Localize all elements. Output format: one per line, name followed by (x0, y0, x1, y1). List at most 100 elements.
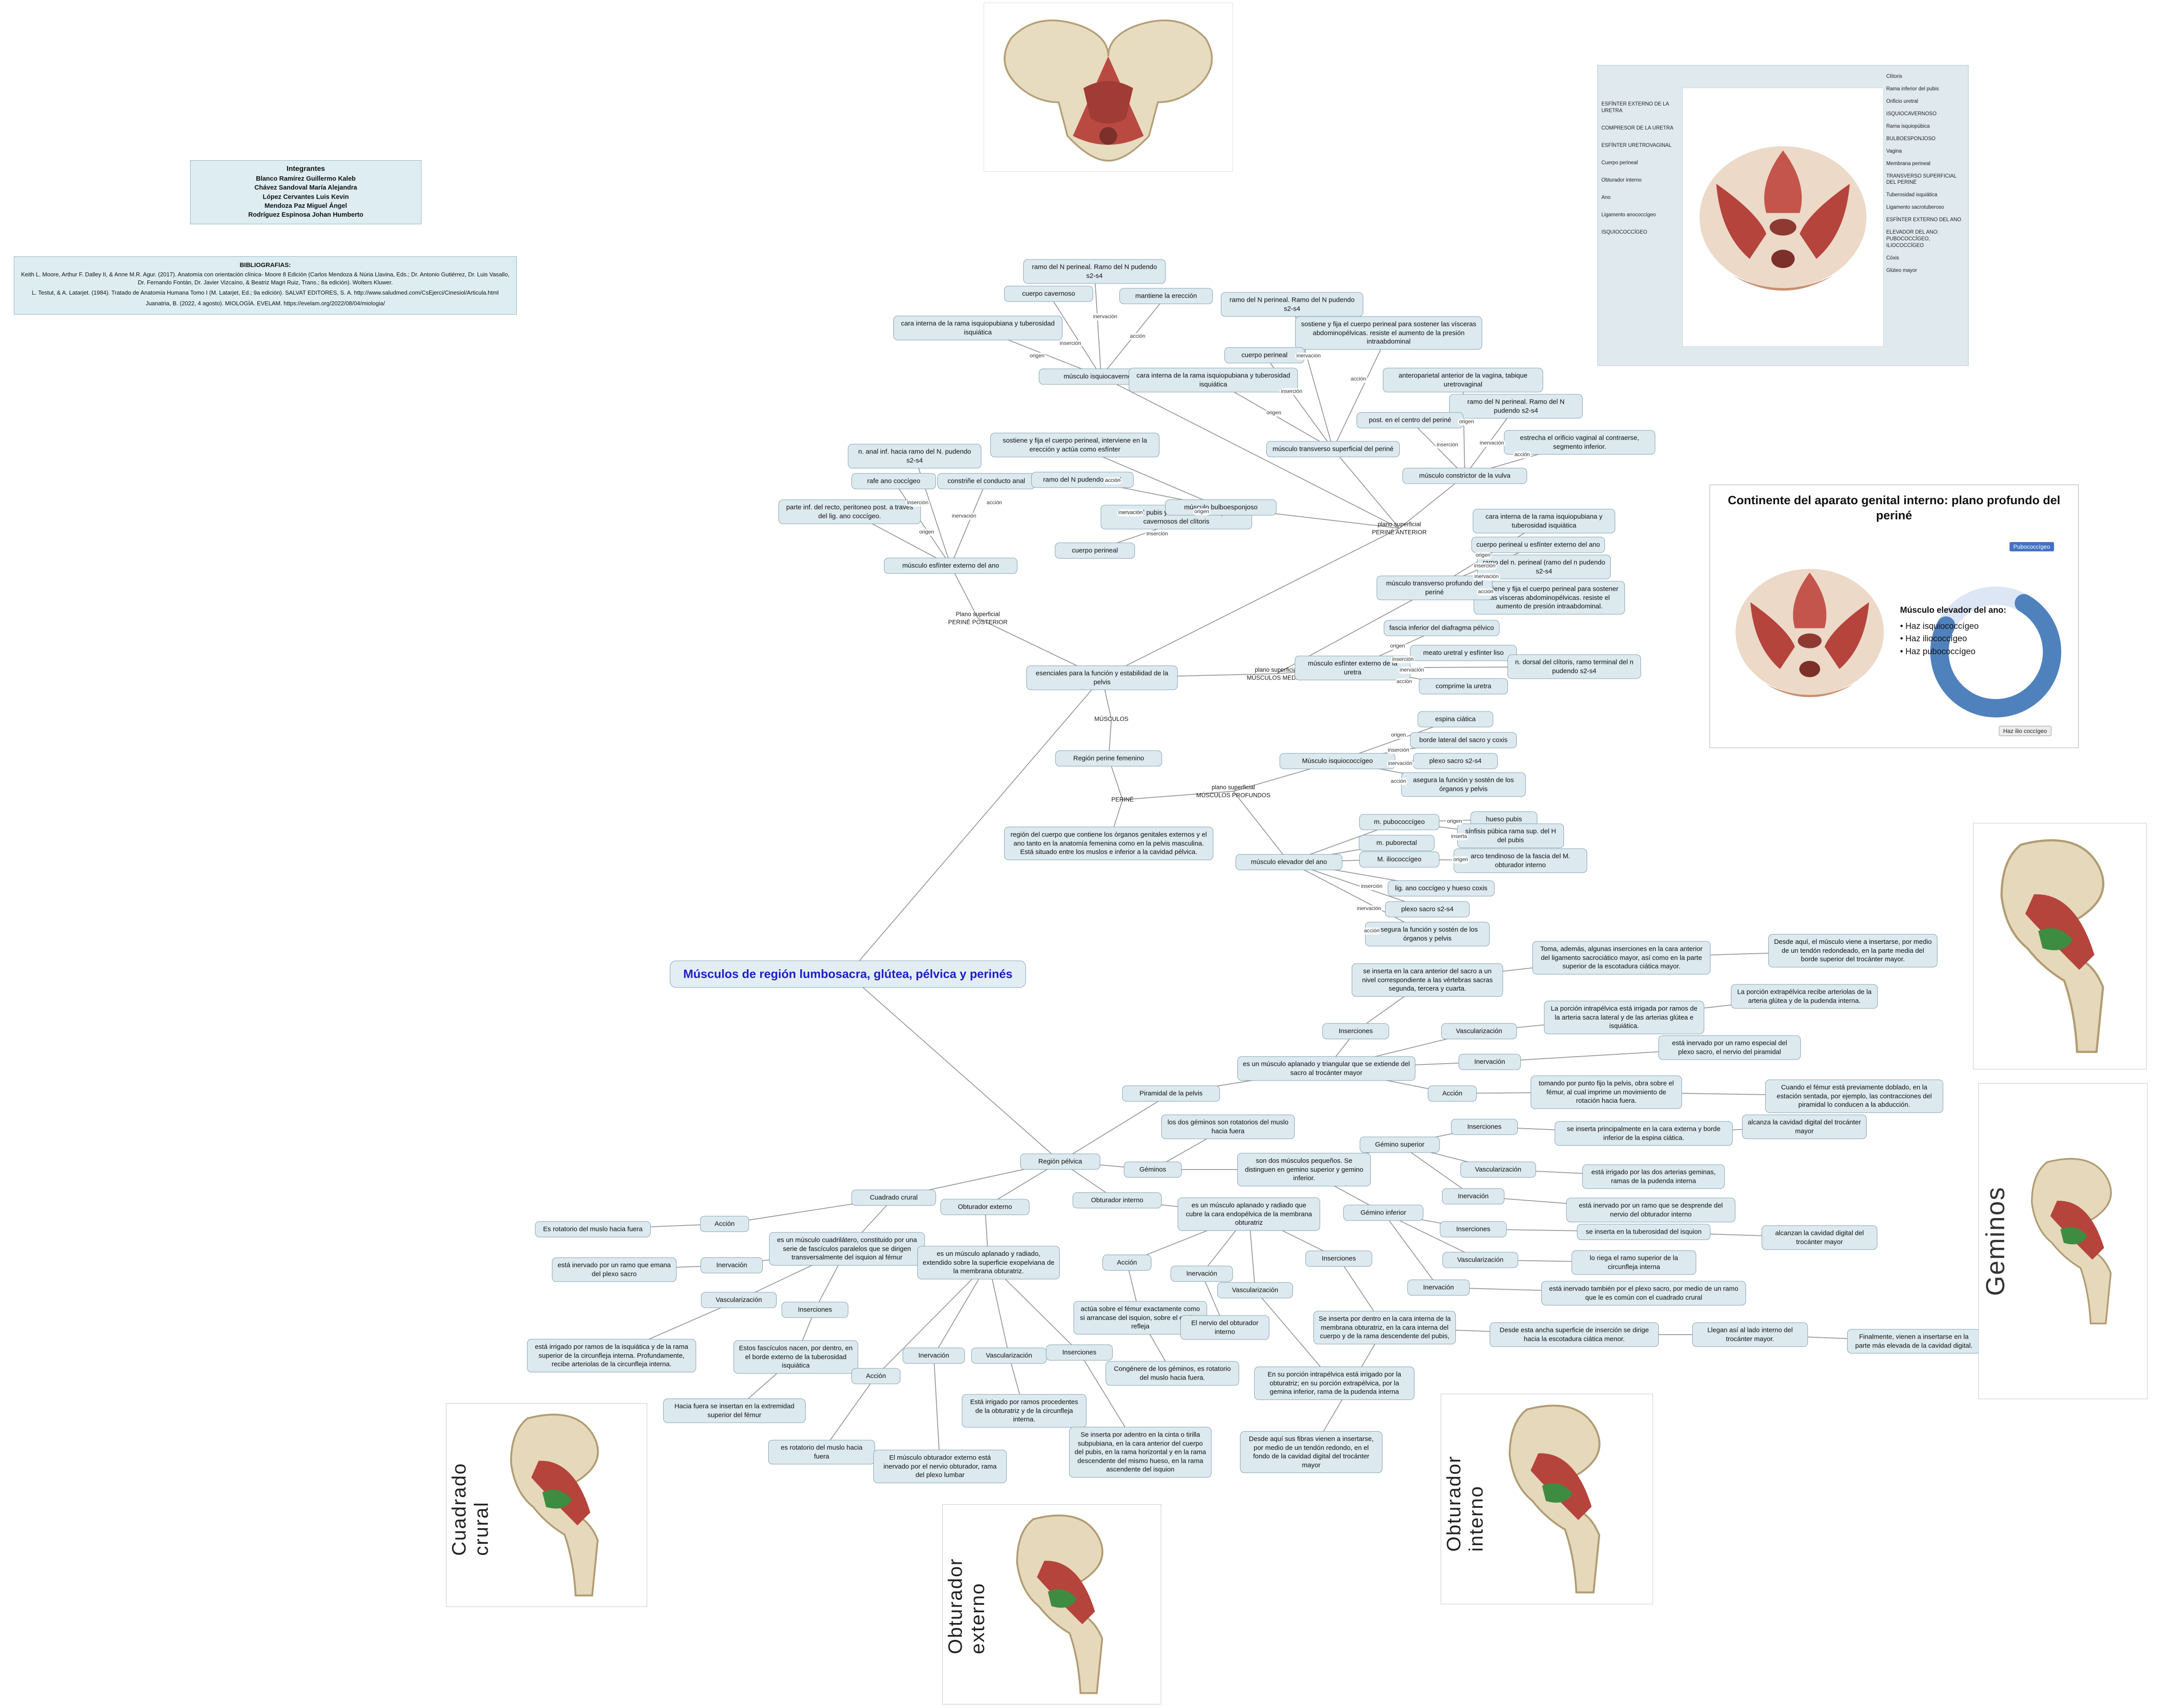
concept-node-m1[interactable]: Obturador externo (940, 1199, 1029, 1215)
concept-node-j12[interactable]: está inervado por un ramo especial del p… (1658, 1035, 1801, 1060)
concept-node-n8[interactable]: Vascularización (1217, 1282, 1293, 1298)
concept-node-c4[interactable]: estrecha el orificio vaginal al contraer… (1504, 430, 1655, 455)
concept-node-k11[interactable]: está inervado por un ramo que se despren… (1566, 1198, 1735, 1222)
concept-node-n6[interactable]: Inervación (1171, 1266, 1233, 1282)
concept-node-n10[interactable]: Inserciones (1305, 1251, 1372, 1267)
concept-node-k18[interactable]: Inervación (1407, 1279, 1470, 1295)
concept-node-c1[interactable]: anteroparietal anterior de la vagina, ta… (1383, 368, 1543, 393)
concept-node-j15[interactable]: Cuando el fémur está previamente doblado… (1765, 1079, 1943, 1113)
concept-node-l7[interactable]: Vascularización (701, 1292, 777, 1308)
concept-node-e2[interactable]: cuerpo perineal u esfínter externo del a… (1471, 537, 1605, 553)
concept-node-l3[interactable]: Es rotatorio del muslo hacia fuera (535, 1221, 651, 1237)
concept-node-m9[interactable]: Inserciones (1046, 1344, 1113, 1360)
concept-node-n7[interactable]: El nervio del obturador interno (1180, 1315, 1269, 1340)
concept-node-a4[interactable]: cara interna de la rama isquiopubiana y … (893, 316, 1062, 340)
concept-node-h3[interactable]: borde lateral del sacro y coxis (1410, 732, 1517, 748)
concept-node-n5[interactable]: Congénere de los géminos, es rotatorio d… (1106, 1361, 1239, 1386)
concept-node-m5[interactable]: Inervación (903, 1348, 965, 1364)
concept-node-l5[interactable]: Inervación (701, 1257, 763, 1273)
concept-node-k19[interactable]: está inervado también por el plexo sacro… (1541, 1281, 1746, 1306)
concept-node-g1[interactable]: esenciales para la función y estabilidad… (1026, 665, 1178, 690)
concept-node-m3[interactable]: Acción (851, 1368, 900, 1384)
concept-node-b3[interactable]: cuerpo perineal (1224, 347, 1305, 363)
concept-node-k5[interactable]: Inserciones (1451, 1119, 1518, 1135)
concept-node-j13[interactable]: Acción (1428, 1085, 1477, 1101)
concept-node-m8[interactable]: Está irrigado por ramos procedentes de l… (962, 1394, 1086, 1428)
concept-node-c5[interactable]: músculo constrictor de la vulva (1402, 468, 1527, 484)
concept-node-n12[interactable]: Desde esta ancha superficie de inserción… (1490, 1322, 1659, 1347)
concept-node-k13[interactable]: Inserciones (1440, 1221, 1507, 1237)
concept-node-n9[interactable]: En su porción intrapélvica está irrigado… (1254, 1366, 1414, 1400)
concept-node-i8[interactable]: lig. ano coccígeo y hueso coxis (1388, 880, 1495, 896)
concept-node-f5[interactable]: comprime la uretra (1419, 678, 1508, 694)
concept-node-l4[interactable]: es un músculo cuadrilátero, constituido … (769, 1232, 925, 1266)
concept-node-d3[interactable]: constriñe el conducto anal (937, 473, 1035, 489)
concept-node-j10[interactable]: La porción extrapélvica recibe arteriola… (1731, 984, 1878, 1009)
concept-node-b2[interactable]: sostiene y fija el cuerpo perineal para … (1295, 316, 1482, 350)
concept-node-k6[interactable]: se inserta principalmente en la cara ext… (1555, 1121, 1733, 1146)
concept-node-n11[interactable]: Se inserta por dentro en la cara interna… (1313, 1311, 1456, 1344)
concept-node-i5[interactable]: m. puborectal (1359, 835, 1434, 851)
concept-node-l8[interactable]: está irrigado por ramos de la isquiática… (527, 1339, 696, 1372)
concept-node-d0[interactable]: sostiene y fija el cuerpo perineal, inte… (990, 433, 1159, 457)
concept-node-k1[interactable]: Géminos (1124, 1162, 1182, 1178)
concept-node-h2[interactable]: espina ciática (1418, 711, 1493, 727)
concept-node-j7[interactable]: Inserciones (1322, 1023, 1389, 1039)
concept-node-k8[interactable]: Vascularización (1460, 1162, 1536, 1178)
concept-node-k7[interactable]: alcanza la cavidad digital del trocánter… (1742, 1114, 1867, 1139)
concept-node-m2[interactable]: es un músculo aplanado y radiado, extend… (917, 1246, 1060, 1279)
concept-node-f4[interactable]: músculo esfínter externo de la uretra (1295, 656, 1410, 680)
concept-node-j11[interactable]: Inervación (1459, 1054, 1521, 1070)
concept-node-d1[interactable]: n. anal inf. hacia ramo del N. pudendo s… (848, 444, 981, 469)
concept-node-h1[interactable]: Músculo isquiococcígeo (1280, 753, 1395, 769)
concept-node-j6[interactable]: Desde aquí, el músculo viene a insertars… (1768, 934, 1937, 967)
concept-node-j3[interactable]: es un músculo aplanado y triangular que … (1237, 1056, 1415, 1081)
concept-node-b1[interactable]: ramo del N perineal. Ramo del N pudendo … (1221, 292, 1363, 317)
concept-node-g3[interactable]: Región perine femenino (1055, 750, 1162, 766)
concept-node-m10[interactable]: Se inserta por adentro en la cinta o tir… (1069, 1427, 1212, 1477)
concept-node-l9[interactable]: Inserciones (782, 1302, 848, 1318)
concept-node-l1[interactable]: Cuadrado crural (851, 1190, 936, 1206)
concept-node-k16[interactable]: Vascularización (1443, 1252, 1518, 1268)
concept-node-d8[interactable]: músculo bulboesponjoso (1165, 499, 1276, 515)
concept-node-m4[interactable]: es rotatorio del muslo hacia fuera (768, 1440, 875, 1465)
concept-node-n14[interactable]: Finalmente, vienen a insertarse en la pa… (1847, 1329, 1981, 1354)
concept-node-i7[interactable]: arco tendinoso de la fascia del M. obtur… (1454, 848, 1587, 873)
concept-node-k15[interactable]: alcanzan la cavidad digital del trocánte… (1762, 1225, 1877, 1250)
concept-node-c3[interactable]: post. en el centro del periné (1357, 412, 1463, 428)
concept-node-k17[interactable]: lo riega el ramo superior de la circunfl… (1572, 1250, 1696, 1275)
concept-node-j9[interactable]: La porción intrapélvica está irrigada po… (1544, 1000, 1704, 1034)
concept-node-j1[interactable]: Región pélvica (1020, 1154, 1100, 1170)
concept-node-h4[interactable]: plexo sacro s2-s4 (1413, 753, 1498, 769)
concept-node-j8[interactable]: Vascularización (1441, 1023, 1517, 1039)
concept-node-i10[interactable]: asegura la función y sostén de los órgan… (1365, 922, 1490, 947)
concept-node-l11[interactable]: Hacia fuera se insertan en la extremidad… (663, 1398, 806, 1423)
concept-node-i6[interactable]: M. iliococcígeo (1359, 851, 1439, 867)
concept-node-d6[interactable]: músculo esfínter externo del ano (884, 558, 1017, 574)
concept-node-i2[interactable]: m. pubococcígeo (1359, 814, 1439, 830)
concept-node-k4[interactable]: Gémino superior (1360, 1137, 1440, 1153)
concept-node-d2[interactable]: rafe ano coccígeo (851, 473, 936, 489)
concept-node-g5[interactable]: región del cuerpo que contiene los órgan… (1004, 826, 1213, 860)
concept-node-n2[interactable]: es un músculo aplanado y radiado que cub… (1178, 1197, 1320, 1231)
concept-node-k2[interactable]: los dos géminos son rotatorios del muslo… (1161, 1114, 1295, 1139)
concept-node-f2[interactable]: meato uretral y esfínter liso (1410, 645, 1517, 661)
concept-node-n13[interactable]: Llegan así al lado interno del trocánter… (1692, 1322, 1808, 1347)
concept-node-e4[interactable]: sostiene y fija el cuerpo perineal para … (1474, 581, 1625, 615)
concept-node-i9[interactable]: plexo sacro s2-s4 (1385, 901, 1470, 917)
concept-node-t1[interactable]: Músculos de región lumbosacra, glútea, p… (670, 960, 1026, 988)
concept-node-k12[interactable]: Gémino inferior (1343, 1205, 1423, 1221)
concept-node-l6[interactable]: está inervado por un ramo que emana del … (552, 1257, 677, 1282)
concept-node-n15[interactable]: Desde aquí sus fibras vienen a insertars… (1240, 1431, 1382, 1473)
concept-node-k14[interactable]: se inserta en la tuberosidad del isquion (1577, 1224, 1710, 1240)
concept-node-h5[interactable]: asegura la función y sostén de los órgan… (1401, 772, 1526, 797)
concept-node-e5[interactable]: músculo transverso profundo del periné (1377, 575, 1492, 600)
concept-node-n1[interactable]: Obturador interno (1073, 1192, 1162, 1208)
concept-node-f1[interactable]: fascia inferior del diafragma pélvico (1384, 620, 1499, 636)
concept-node-k3[interactable]: son dos músculos pequeños. Se distinguen… (1237, 1153, 1371, 1186)
concept-node-a1[interactable]: ramo del N perineal. Ramo del N pudendo … (1023, 259, 1166, 284)
concept-node-m7[interactable]: Vascularización (971, 1348, 1047, 1364)
concept-node-a2[interactable]: cuerpo cavernoso (1004, 286, 1093, 302)
concept-node-m6[interactable]: El músculo obturador externo está inerva… (873, 1449, 1007, 1483)
concept-node-j14[interactable]: tomando por punto fijo la pelvis, obra s… (1531, 1075, 1682, 1109)
